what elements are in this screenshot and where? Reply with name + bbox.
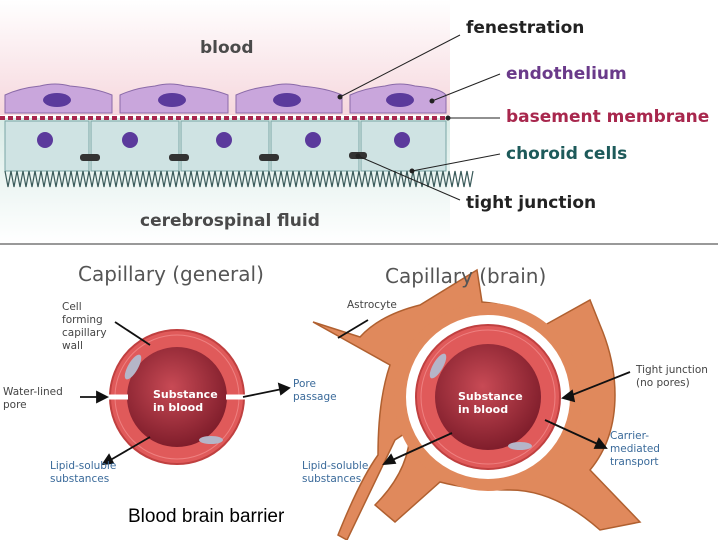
arrow-carrier: [544, 419, 603, 447]
label-pore-passage: Pore passage: [293, 378, 337, 403]
label-substance-brain: Substance in blood: [458, 390, 523, 416]
label-endothelium: endothelium: [506, 64, 627, 84]
label-tight-junction: tight junction: [466, 193, 597, 213]
label-fenestration: fenestration: [466, 18, 585, 38]
arrow-astrocyte: [337, 319, 369, 339]
brain-capillary: [415, 324, 561, 470]
label-water-pore: Water-lined pore: [3, 386, 63, 411]
nucleus: [273, 93, 301, 107]
nucleus: [122, 132, 138, 148]
label-lipid-brain: Lipid-soluble substances: [302, 460, 369, 485]
label-csf: cerebrospinal fluid: [140, 211, 320, 231]
leader-fenestration: [339, 34, 461, 98]
label-basement-membrane: basement membrane: [506, 107, 710, 127]
nucleus: [305, 132, 321, 148]
top-leaders: [337, 34, 501, 201]
label-cell-wall: Cell forming capillary wall: [62, 301, 107, 352]
caption: Blood brain barrier: [128, 506, 285, 527]
leader-endothelium: [431, 73, 501, 102]
label-lipid-general: Lipid-soluble substances: [50, 460, 117, 485]
tight-junction: [259, 154, 279, 161]
arrow-lipid-1: [106, 436, 151, 463]
nucleus: [216, 132, 232, 148]
title-capillary-brain: Capillary (brain): [385, 264, 547, 288]
label-carrier-mediated: Carrier- mediated transport: [610, 430, 660, 468]
endothelium-nuclei: [43, 93, 414, 107]
label-blood: blood: [200, 38, 254, 58]
nucleus: [386, 93, 414, 107]
choroid-nuclei: [37, 132, 410, 148]
arrow-lipid-2: [387, 432, 453, 463]
general-capillary: [108, 329, 246, 465]
nucleus: [394, 132, 410, 148]
label-astrocyte: Astrocyte: [347, 299, 397, 311]
tight-junction: [80, 154, 100, 161]
choroid-cells: [4, 120, 447, 172]
leader-choroid: [411, 153, 501, 172]
tight-junction: [169, 154, 189, 161]
label-tight-junction-no-pores: Tight junction (no pores): [636, 364, 708, 389]
arrow-tight-junction: [566, 371, 631, 398]
label-substance-general: Substance in blood: [153, 388, 218, 414]
leader-tight-junction: [357, 155, 461, 201]
title-capillary-general: Capillary (general): [78, 262, 264, 286]
arrow-cell-wall: [114, 321, 151, 346]
microvilli: [4, 170, 474, 188]
nucleus: [158, 93, 186, 107]
nucleus: [37, 132, 53, 148]
bottom-arrows: [80, 319, 631, 466]
nucleus: [43, 93, 71, 107]
label-choroid-cells: choroid cells: [506, 144, 628, 164]
